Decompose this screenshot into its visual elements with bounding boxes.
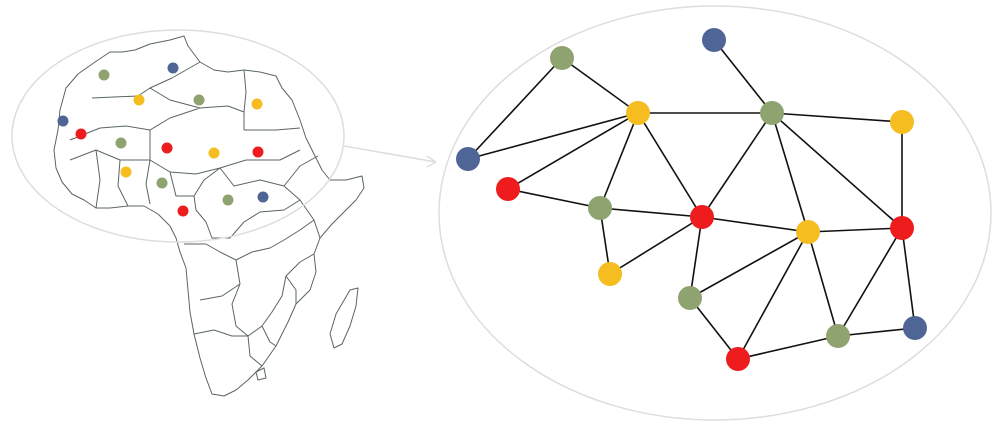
- map-node-m4-green: [193, 94, 205, 106]
- zoom-arrow-head: [426, 155, 437, 168]
- map-node-m1-yellow: [133, 94, 145, 106]
- map-borders: [69, 61, 321, 367]
- graph-node-n8-green: [588, 196, 612, 220]
- graph-edge-n1-n3: [561, 57, 639, 114]
- graph-node-n11-red: [890, 216, 914, 240]
- africa-continent-outline: [53, 35, 365, 397]
- graph-edge-n4-n10: [771, 112, 809, 233]
- graph-edges: [467, 39, 916, 360]
- graph-node-n9-red: [690, 205, 714, 229]
- graph-node-n5-yellow: [890, 110, 914, 134]
- map-node-m10-yellow: [208, 147, 220, 159]
- graph-edge-n7-n8: [507, 188, 601, 209]
- map-nodes: [57, 62, 269, 217]
- map-node-m12-yellow: [120, 166, 132, 178]
- map-node-m3-blue: [167, 62, 179, 74]
- graph-node-n10-yellow: [796, 220, 820, 244]
- graph-node-n1-green: [550, 46, 574, 70]
- graph-node-n2-blue: [702, 28, 726, 52]
- graph-region-ellipse: [438, 5, 992, 421]
- map-node-m2-green: [98, 69, 110, 81]
- map-node-m13-green: [156, 177, 168, 189]
- map-node-m8-green: [115, 137, 127, 149]
- graph-edge-n15-n11: [837, 227, 903, 337]
- graph-edge-n14-n15: [737, 335, 839, 360]
- graph-edge-n7-n3: [507, 112, 639, 190]
- graph-edge-n3-n9: [637, 112, 703, 218]
- graph-node-n12-yellow: [598, 262, 622, 286]
- graph-node-n16-blue: [903, 316, 927, 340]
- graph-nodes: [456, 28, 927, 371]
- graph-node-n6-blue: [456, 147, 480, 171]
- graph-edge-n12-n9: [609, 216, 703, 275]
- graph-node-n13-green: [678, 286, 702, 310]
- graph-edge-n14-n10: [737, 231, 809, 360]
- graph-edge-n6-n1: [467, 57, 563, 160]
- graph-edge-n13-n14: [689, 297, 739, 360]
- africa-map: [53, 35, 365, 397]
- graph-edge-n9-n13: [689, 216, 703, 299]
- graph-edge-n15-n16: [837, 327, 916, 337]
- graph-edge-n4-n9: [701, 112, 773, 218]
- graph-edge-n11-n16: [901, 227, 916, 329]
- map-node-m15-green: [222, 194, 234, 206]
- graph-edge-n9-n10: [701, 216, 809, 233]
- graph-node-n3-yellow: [626, 101, 650, 125]
- graph-edge-n2-n4: [713, 39, 773, 114]
- madagascar-outline: [329, 287, 359, 349]
- map-node-m7-red: [75, 128, 87, 140]
- graph-node-n4-green: [760, 101, 784, 125]
- graph-edge-n10-n11: [807, 227, 903, 233]
- graph-edge-n8-n9: [599, 207, 703, 218]
- graph-edge-n4-n5: [771, 112, 903, 123]
- graph-edge-n6-n3: [467, 112, 639, 160]
- graph-edge-n10-n15: [807, 231, 839, 337]
- graph-edge-n13-n10: [689, 231, 809, 299]
- zoom-arrow-line: [343, 145, 437, 163]
- graph-edge-n4-n11: [771, 112, 903, 229]
- map-node-m14-red: [177, 205, 189, 217]
- island-outline: [255, 367, 267, 381]
- map-node-m16-blue: [257, 191, 269, 203]
- map-region-ellipse: [11, 29, 345, 243]
- graph-edge-n8-n3: [599, 112, 639, 209]
- map-node-m5-yellow: [251, 98, 263, 110]
- graph-node-n14-red: [726, 347, 750, 371]
- graph-node-n15-green: [826, 324, 850, 348]
- map-node-m9-red: [161, 142, 173, 154]
- map-node-m6-blue: [57, 115, 69, 127]
- graph-node-n7-red: [496, 177, 520, 201]
- map-node-m11-red: [252, 146, 264, 158]
